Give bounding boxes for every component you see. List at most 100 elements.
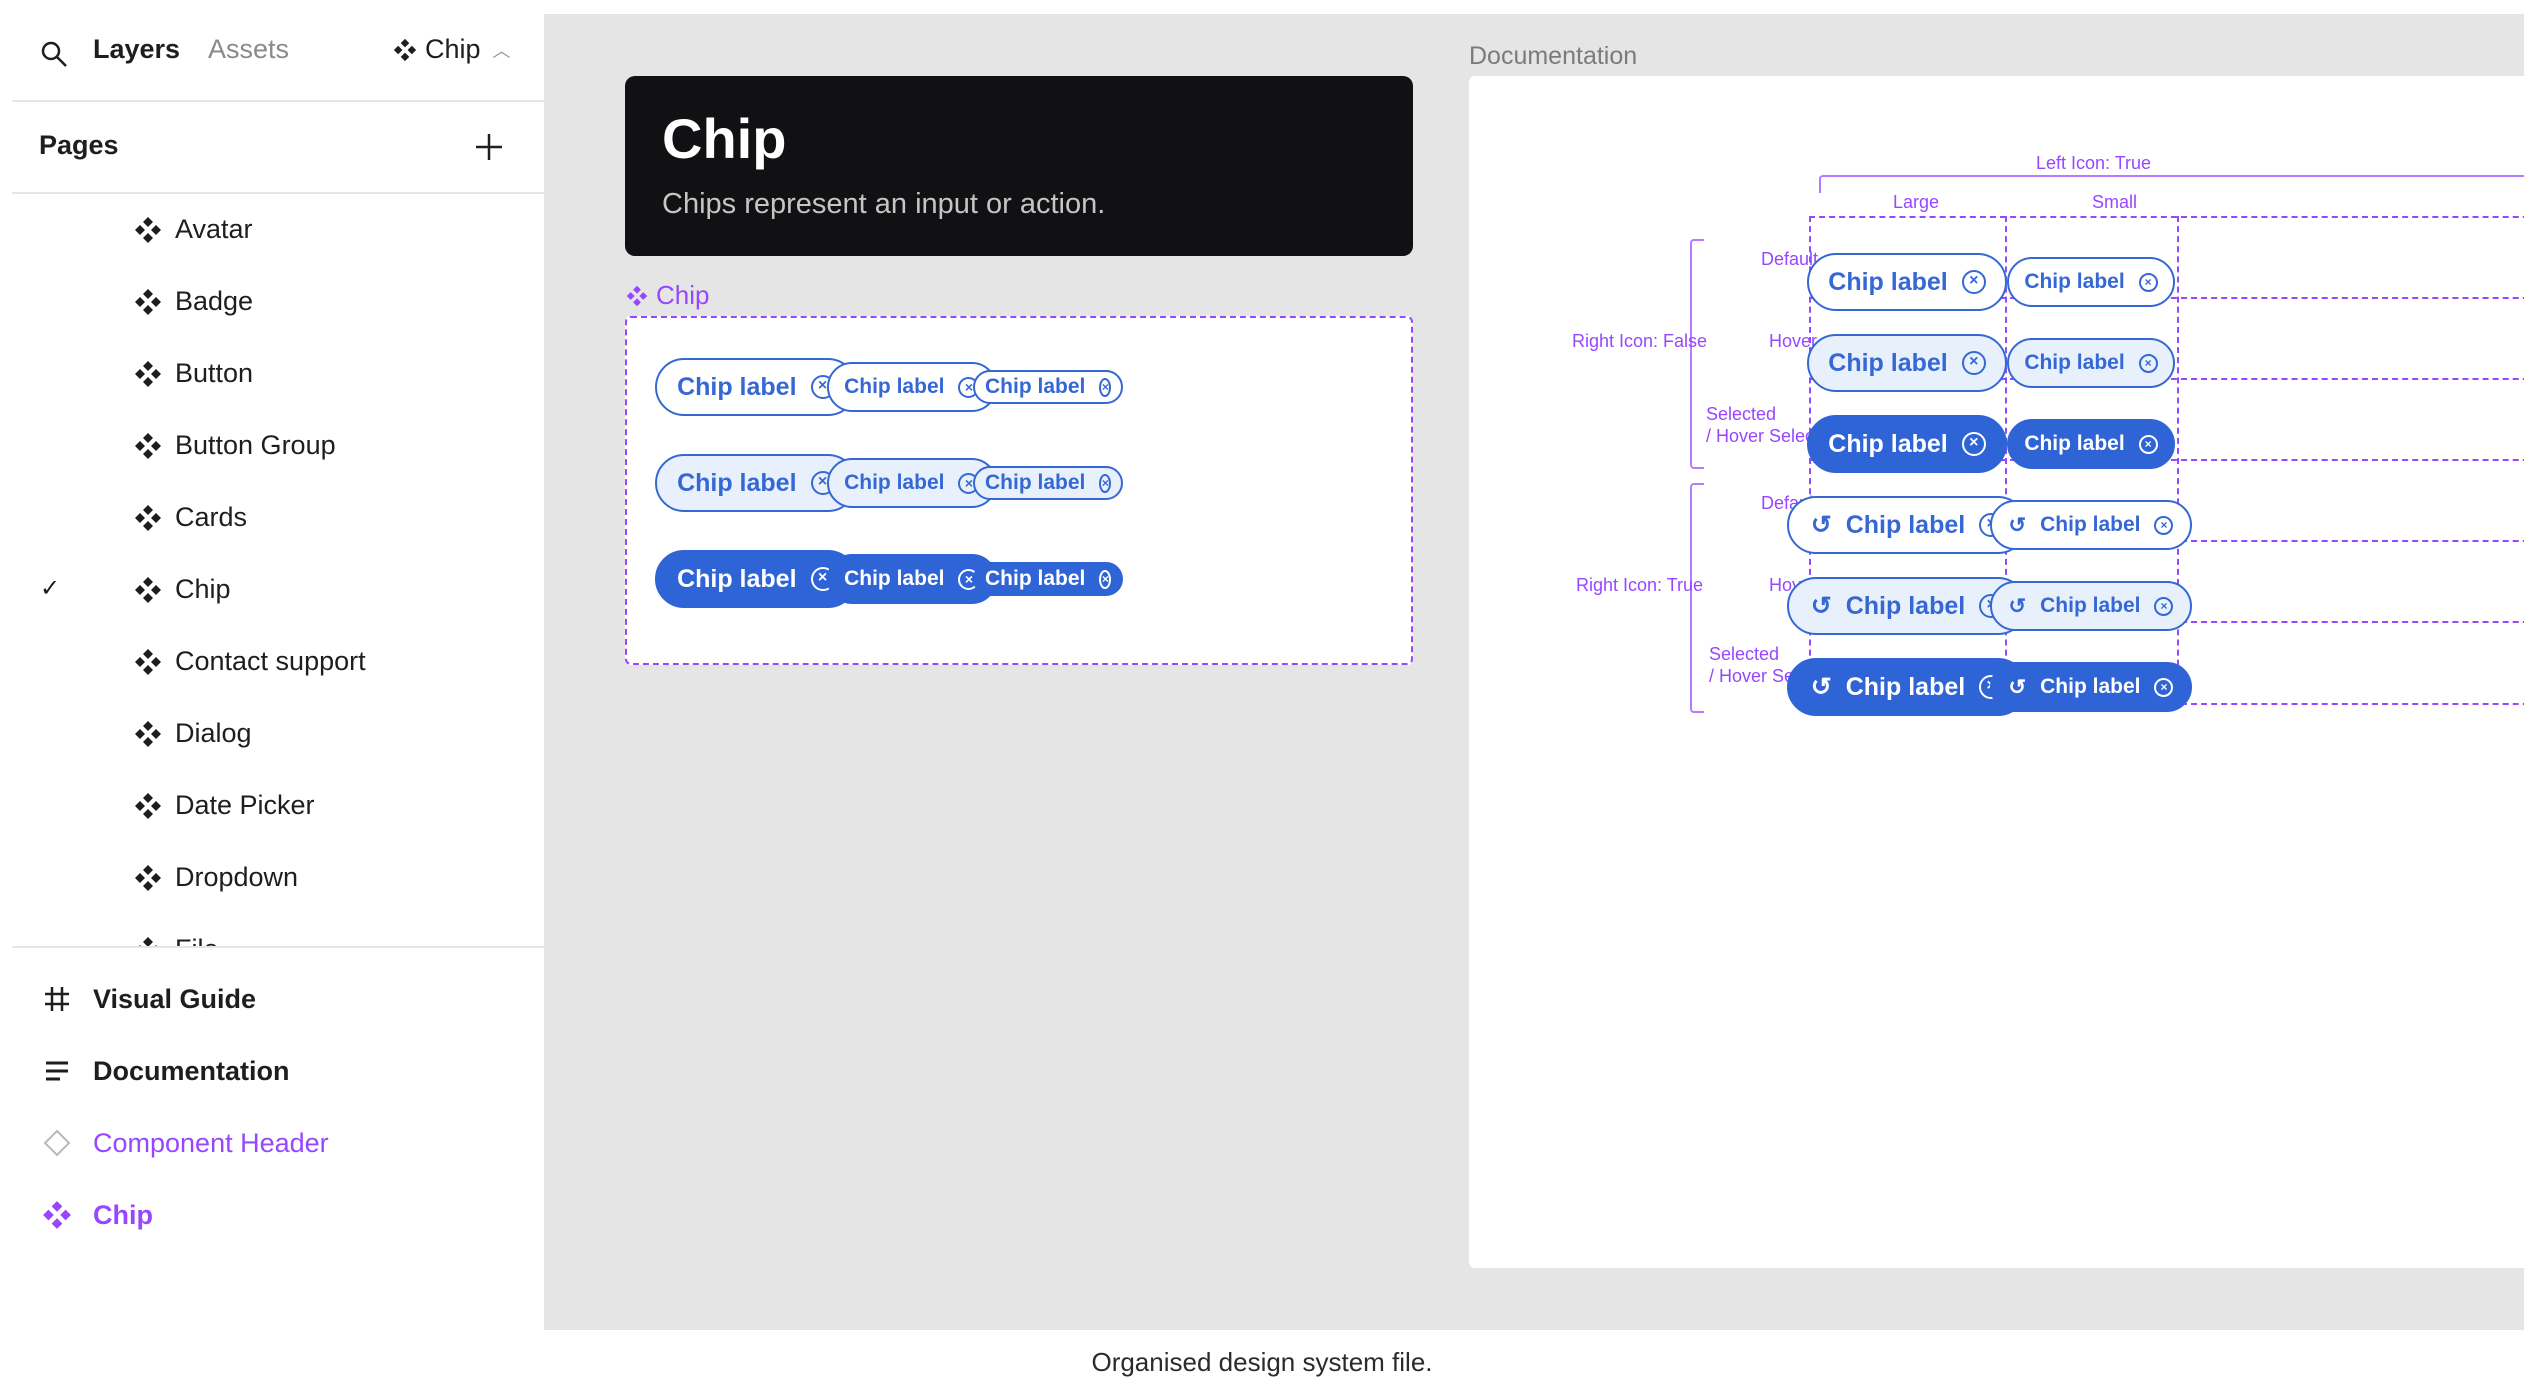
component-icon	[134, 648, 162, 676]
close-circle-icon[interactable]: ×	[2138, 353, 2158, 373]
row-label-hover: Hover	[1769, 331, 1818, 351]
page-item-dropdown[interactable]: Dropdown	[0, 842, 544, 914]
page-item-dialog[interactable]: Dialog	[0, 698, 544, 770]
chip-label: Chip label	[677, 372, 797, 401]
chip-label: Chip label	[2024, 270, 2125, 293]
chip-hover[interactable]: ↺ Chip label ×	[1990, 581, 2192, 631]
chip-label: Chip label	[1828, 429, 1948, 458]
component-header-card[interactable]: Chip Chips represent an input or action.	[625, 76, 1413, 256]
undo-icon: ↺	[2008, 675, 2027, 699]
page-item-badge[interactable]: Badge	[0, 266, 544, 338]
undo-icon: ↺	[2008, 594, 2027, 618]
add-page-icon[interactable]	[474, 132, 504, 162]
chip-hover[interactable]: Chip label×	[1807, 334, 2007, 392]
row-label-default: Default	[1761, 249, 1819, 269]
close-circle-icon[interactable]: ×	[1961, 270, 1986, 294]
chip-hover[interactable]: Chip label×	[655, 454, 857, 512]
close-circle-icon[interactable]: ×	[2154, 677, 2174, 697]
component-icon	[134, 792, 162, 820]
component-icon	[134, 936, 162, 946]
layer-item-chip[interactable]: Chip	[0, 1184, 544, 1248]
chip-selected[interactable]: Chip label ×	[2007, 419, 2175, 469]
chip-default[interactable]: Chip label×	[827, 362, 997, 412]
component-icon	[134, 432, 162, 460]
layer-item-visual-guide[interactable]: Visual Guide	[0, 968, 544, 1032]
grid-line	[1809, 216, 1811, 706]
chip-label: Chip label	[985, 375, 1086, 398]
documentation-frame[interactable]: Left Icon: True Large Small Right Icon: …	[1469, 76, 2524, 1268]
page-item-file[interactable]: File	[0, 914, 544, 946]
grid-line	[2005, 216, 2007, 706]
header-title: Chip	[662, 107, 787, 170]
chip-default[interactable]: Chip label ×	[973, 370, 1124, 404]
layer-item-component-header[interactable]: Component Header	[0, 1112, 544, 1176]
component-icon	[134, 864, 162, 892]
close-circle-icon[interactable]: ×	[2154, 515, 2174, 535]
documentation-frame-label[interactable]: Documentation	[1469, 42, 1638, 70]
close-circle-icon[interactable]: ×	[1099, 377, 1112, 397]
chip-hover[interactable]: Chip label ×	[2007, 338, 2175, 388]
page-item-button[interactable]: Button	[0, 338, 544, 410]
undo-icon: ↺	[2008, 513, 2027, 537]
page-item-label: Badge	[175, 286, 254, 316]
chip-label: Chip label	[2024, 432, 2125, 455]
chip-selected[interactable]: Chip label×	[973, 562, 1124, 596]
chip-selected[interactable]: Chip label×	[655, 550, 857, 608]
chip-hover[interactable]: Chip label×	[827, 458, 997, 508]
page-item-chip[interactable]: ✓Chip	[0, 554, 544, 626]
chip-default[interactable]: Chip label ×	[2007, 257, 2175, 307]
page-item-contact-support[interactable]: Contact support	[0, 626, 544, 698]
component-icon	[134, 288, 162, 316]
left-icon-label: Left Icon: True	[2036, 153, 2152, 173]
close-circle-icon[interactable]: ×	[1099, 569, 1112, 589]
chip-frame-label[interactable]: Chip	[626, 280, 709, 311]
chip-default[interactable]: ↺Chip label×	[1990, 500, 2192, 550]
tab-assets[interactable]: Assets	[208, 34, 290, 64]
page-item-date-picker[interactable]: Date Picker	[0, 770, 544, 842]
chip-label: Chip label	[2040, 594, 2141, 617]
close-circle-icon[interactable]: ×	[1961, 432, 1986, 456]
chip-selected[interactable]: Chip label×	[827, 554, 997, 604]
tab-layers[interactable]: Layers	[93, 34, 181, 64]
layer-item-documentation[interactable]: Documentation	[0, 1040, 544, 1104]
chip-label: Chip label	[2024, 351, 2125, 374]
component-icon	[134, 216, 162, 244]
close-circle-icon[interactable]: ×	[2154, 596, 2174, 616]
chip-label: Chip label	[1845, 591, 1966, 620]
page-item-cards[interactable]: Cards	[0, 482, 544, 554]
page-item-label: File	[175, 934, 219, 946]
chip-selected[interactable]: ↺Chip label×	[1990, 662, 2192, 712]
close-circle-icon[interactable]: ×	[1961, 351, 1986, 375]
chip-default[interactable]: ↺Chip label×	[1787, 496, 2027, 554]
close-circle-icon[interactable]: ×	[1099, 473, 1112, 493]
design-canvas[interactable]: Chip Chips represent an input or action.…	[544, 14, 2524, 1330]
undo-icon: ↺	[1810, 511, 1832, 539]
chip-hover[interactable]: Chip label×	[973, 466, 1124, 500]
page-item-avatar[interactable]: Avatar	[0, 194, 544, 266]
layer-item-label: Component Header	[93, 1128, 329, 1158]
chip-label: Chip label	[844, 471, 945, 494]
chip-selected[interactable]: ↺Chip label×	[1787, 658, 2027, 716]
layer-item-label: Documentation	[93, 1056, 290, 1086]
layer-item-label: Visual Guide	[93, 984, 257, 1014]
chip-component-set[interactable]: Chip label × Chip label × Chip label × Chip la…	[625, 316, 1413, 665]
chip-hover[interactable]: ↺Chip label×	[1787, 577, 2027, 635]
close-circle-icon[interactable]: ×	[2138, 272, 2158, 292]
chip-default[interactable]: Chip label×	[655, 358, 857, 416]
component-icon	[134, 504, 162, 532]
chip-label: Chip label	[844, 567, 945, 590]
undo-icon: ↺	[1810, 592, 1832, 620]
page-switcher[interactable]: Chip ︿	[393, 34, 511, 65]
page-item-label: Cards	[175, 502, 248, 532]
row-label-selected: Selected	[1706, 404, 1777, 424]
page-item-button-group[interactable]: Button Group	[0, 410, 544, 482]
chip-default[interactable]: Chip label×	[1807, 253, 2007, 311]
frame-hash-icon	[42, 984, 72, 1014]
size-large-label: Large	[1893, 192, 1940, 212]
close-circle-icon[interactable]: ×	[2138, 434, 2158, 454]
chip-selected[interactable]: Chip label ×	[1807, 415, 2007, 473]
search-icon[interactable]	[40, 40, 68, 68]
text-lines-icon	[42, 1056, 72, 1086]
layer-item-label: Chip	[93, 1200, 153, 1230]
